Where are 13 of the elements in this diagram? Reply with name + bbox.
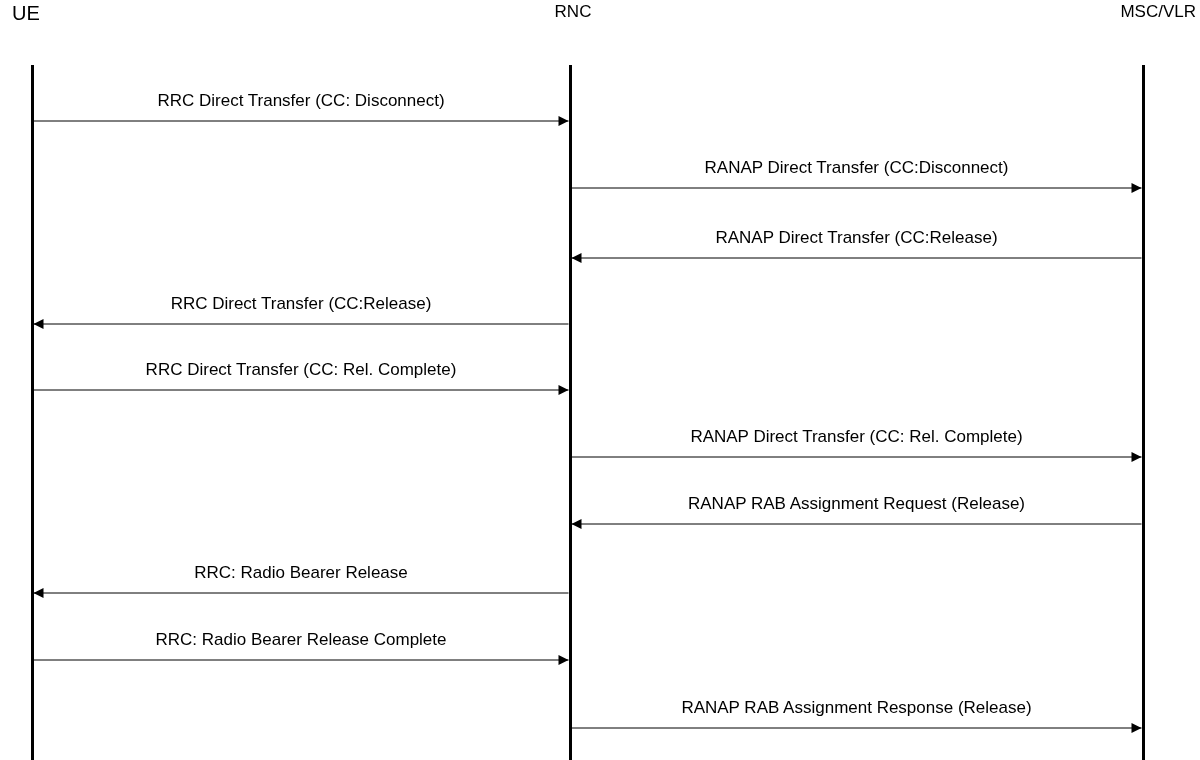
message-arrow xyxy=(33,655,569,665)
message-arrow xyxy=(571,723,1142,733)
message-arrow xyxy=(33,116,569,126)
participant-name: UE xyxy=(12,2,40,25)
participant-name: RNC xyxy=(554,2,592,22)
message-arrow xyxy=(571,519,1142,529)
message-arrow xyxy=(33,588,569,598)
message-arrow xyxy=(33,319,569,329)
message-arrow xyxy=(571,253,1142,263)
message-arrow xyxy=(571,183,1142,193)
message-arrow xyxy=(33,385,569,395)
participant-name: MSC/VLR xyxy=(1120,2,1196,22)
message-arrow xyxy=(571,452,1142,462)
